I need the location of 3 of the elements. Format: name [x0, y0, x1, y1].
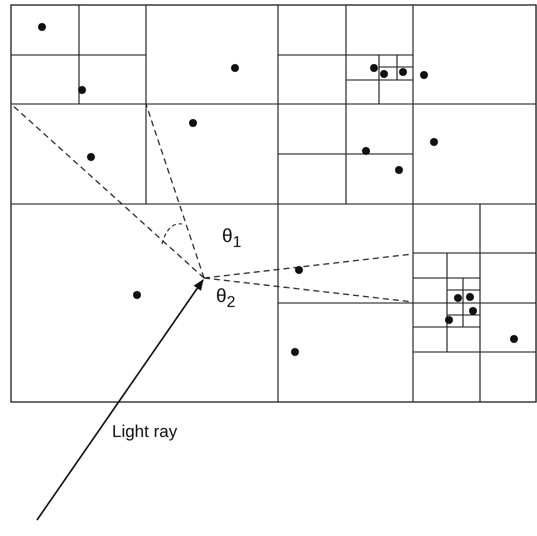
angle-label: θ$_{2}$: [216, 286, 236, 312]
ray-label: Light ray: [112, 422, 178, 442]
angle-label: θ$_{1}$: [222, 226, 242, 252]
